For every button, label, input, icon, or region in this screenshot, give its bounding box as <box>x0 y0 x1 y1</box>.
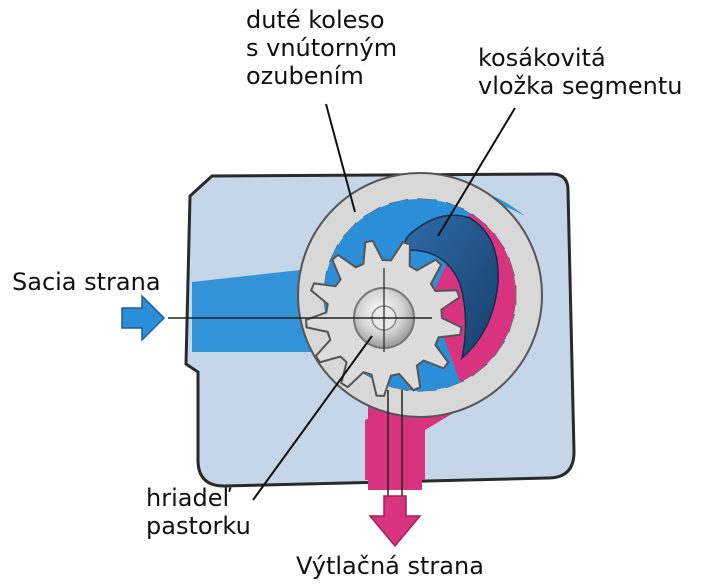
label-hollow-wheel: duté koleso s vnútorným ozubením <box>246 6 397 90</box>
label-crescent-line2: vložka segmentu <box>478 72 682 100</box>
label-crescent-line1: kosákovitá <box>478 44 682 72</box>
label-hollow-wheel-line3: ozubením <box>246 62 397 90</box>
suction-arrow <box>122 296 164 340</box>
label-discharge-text: Výtlačná strana <box>296 552 484 580</box>
label-suction: Sacia strana <box>12 268 161 296</box>
label-discharge: Výtlačná strana <box>296 552 484 580</box>
label-shaft-line2: pastorku <box>146 512 251 540</box>
label-shaft: hriadeľ pastorku <box>146 484 251 540</box>
label-suction-text: Sacia strana <box>12 268 161 296</box>
discharge-arrow <box>370 496 420 546</box>
label-hollow-wheel-line2: s vnútorným <box>246 34 397 62</box>
label-shaft-line1: hriadeľ <box>146 484 251 512</box>
label-crescent: kosákovitá vložka segmentu <box>478 44 682 100</box>
label-hollow-wheel-line1: duté koleso <box>246 6 397 34</box>
